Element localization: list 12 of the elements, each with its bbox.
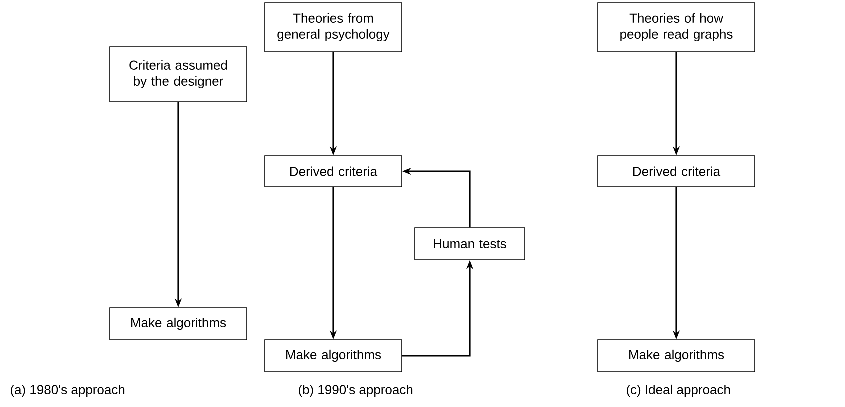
process-box: Criteria assumed by the designer <box>110 46 248 102</box>
process-box: Make algorithms <box>264 340 402 372</box>
process-box: Theories of how people read graphs <box>598 2 756 52</box>
caption: (a) 1980's approach <box>11 384 125 398</box>
process-box: Theories from general psychology <box>264 2 402 52</box>
process-box: Derived criteria <box>264 156 402 188</box>
process-box: Derived criteria <box>598 156 756 188</box>
process-box: Make algorithms <box>110 308 248 340</box>
process-box: Make algorithms <box>598 340 756 372</box>
caption: (c) Ideal approach <box>627 384 730 398</box>
process-box: Human tests <box>414 228 526 260</box>
caption: (b) 1990's approach <box>299 384 413 398</box>
